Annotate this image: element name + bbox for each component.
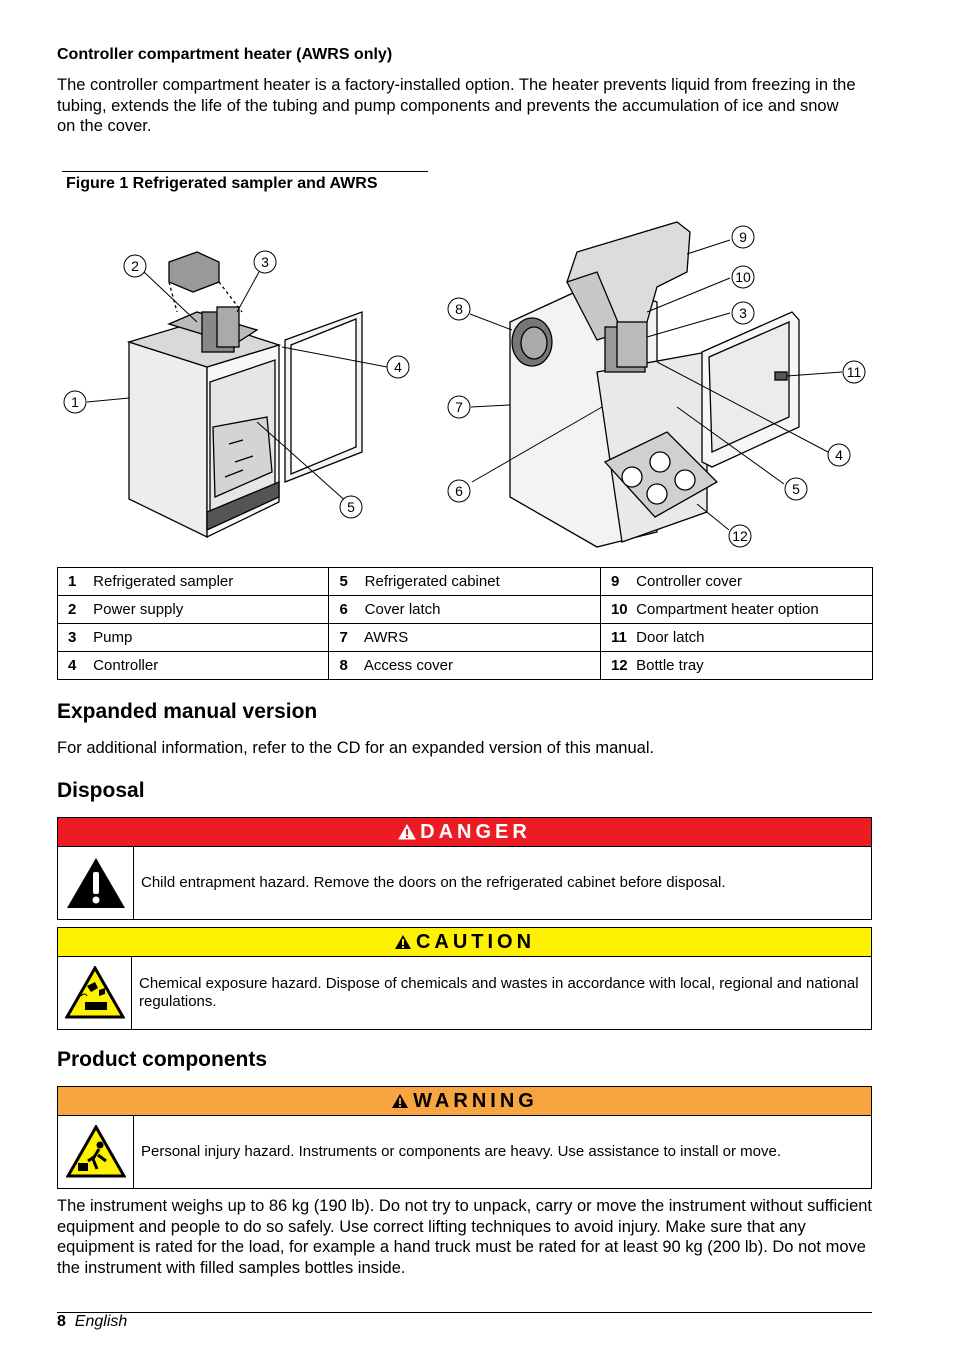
awrs-drawing: [509, 221, 800, 548]
warning-text: Personal injury hazard. Instruments or c…: [141, 1143, 782, 1160]
legend-cell: 7 AWRS: [328, 623, 601, 652]
callout-right-6: 4: [835, 447, 843, 463]
legend-number: 11: [610, 629, 627, 646]
callout-right-7: 6: [455, 483, 463, 499]
disposal-heading: Disposal: [57, 779, 145, 802]
legend-number: 1: [68, 573, 77, 590]
callout-right-2: 8: [455, 301, 463, 317]
legend-label: Refrigerated cabinet: [364, 573, 500, 590]
legend-cell: 9 Controller cover: [599, 567, 874, 596]
danger-text: Child entrapment hazard. Remove the door…: [141, 874, 726, 891]
heater-body: The controller compartment heater is a f…: [57, 76, 856, 135]
components-body: The instrument weighs up to 86 kg (190 l…: [57, 1197, 873, 1277]
warning-box: WARNING Personal injury hazard. Instrume…: [57, 1086, 872, 1189]
caution-label: CAUTION: [415, 931, 536, 953]
callout-right-4: 11: [847, 364, 862, 380]
callout-left-2: 3: [261, 254, 269, 270]
legend-label: Pump: [93, 629, 133, 646]
legend-label: Access cover: [363, 657, 454, 674]
caution-header: CAUTION: [58, 928, 871, 957]
figure-title: Figure 1 Refrigerated sampler and AWRS: [66, 175, 378, 192]
right-callouts: 9 10 8 3 11 7 4 6 5 12: [447, 225, 866, 548]
legend-label: Cover latch: [364, 601, 441, 618]
components-heading: Product components: [57, 1048, 268, 1071]
legend-label: Bottle tray: [636, 657, 704, 674]
footer-rule: [57, 1312, 872, 1313]
caution-box: CAUTION Chemical exposure hazard. Dispos…: [57, 927, 872, 1030]
legend-cell: 3 Pump: [56, 623, 330, 652]
warning-header: WARNING: [58, 1087, 871, 1116]
legend-label: Compartment heater option: [636, 601, 819, 618]
legend-cell: 12 Bottle tray: [599, 651, 874, 680]
legend-label: Controller: [93, 657, 159, 674]
legend-cell: 5 Refrigerated cabinet: [328, 567, 601, 596]
figure-illustration: 1 2 3 4 5: [63, 221, 866, 548]
legend-label: Power supply: [93, 601, 184, 618]
left-callouts: 1 2 3 4 5: [63, 250, 410, 519]
legend-number: 8: [339, 657, 348, 674]
heater-heading: Controller compartment heater (AWRS only…: [57, 46, 393, 63]
warning-label: WARNING: [413, 1090, 538, 1112]
callout-left-4: 5: [347, 499, 355, 515]
legend-number: 5: [339, 573, 348, 590]
refrigerated-sampler-drawing: [126, 251, 363, 539]
legend-cell: 6 Cover latch: [328, 595, 601, 624]
caution-text: Chemical exposure hazard. Dispose of che…: [139, 975, 859, 1010]
legend-label: AWRS: [363, 629, 409, 646]
legend-label: Refrigerated sampler: [93, 573, 234, 590]
danger-box: DANGER Child entrapment hazard. Remove t…: [57, 817, 872, 920]
legend-number: 6: [339, 601, 348, 618]
callout-right-1: 10: [735, 269, 751, 285]
danger-header: DANGER: [58, 818, 871, 847]
legend-number: 9: [610, 573, 620, 590]
heavy-lift-icon: [58, 1116, 134, 1188]
legend-label: Controller cover: [636, 573, 743, 590]
legend-number: 7: [339, 629, 348, 646]
callout-left-0: 1: [71, 394, 79, 410]
legend-number: 4: [68, 657, 77, 674]
warning-triangle-icon: [392, 1094, 409, 1108]
callout-left-3: 4: [394, 359, 402, 375]
page-number: 8: [57, 1313, 66, 1330]
footer-language: English: [74, 1313, 128, 1330]
legend-label: Door latch: [636, 629, 705, 646]
callout-right-9: 12: [732, 528, 748, 544]
danger-label: DANGER: [420, 821, 531, 843]
warning-triangle-icon: [398, 824, 417, 840]
legend-number: 2: [68, 601, 77, 618]
legend-cell: 4 Controller: [56, 651, 330, 680]
figure-rule: [62, 171, 428, 172]
callout-right-3: 3: [739, 305, 747, 321]
expanded-body: For additional information, refer to the…: [57, 739, 655, 757]
legend-cell: 8 Access cover: [328, 651, 601, 680]
legend-number: 10: [610, 601, 628, 618]
legend-cell: 1 Refrigerated sampler: [56, 567, 330, 596]
legend-number: 12: [610, 657, 628, 674]
expanded-heading: Expanded manual version: [57, 700, 318, 723]
exclamation-icon: [58, 847, 134, 919]
legend-cell: 2 Power supply: [56, 595, 330, 624]
footer: 8 English: [57, 1313, 127, 1331]
legend-number: 3: [68, 629, 77, 646]
callout-right-5: 7: [455, 399, 463, 415]
warning-triangle-icon: [394, 935, 411, 949]
legend-cell: 11 Door latch: [599, 623, 874, 652]
callout-right-8: 5: [792, 481, 800, 497]
callout-left-1: 2: [131, 258, 139, 274]
legend-cell: 10 Compartment heater option: [599, 595, 874, 624]
chemical-hazard-icon: [58, 957, 132, 1029]
callout-right-0: 9: [739, 229, 747, 245]
